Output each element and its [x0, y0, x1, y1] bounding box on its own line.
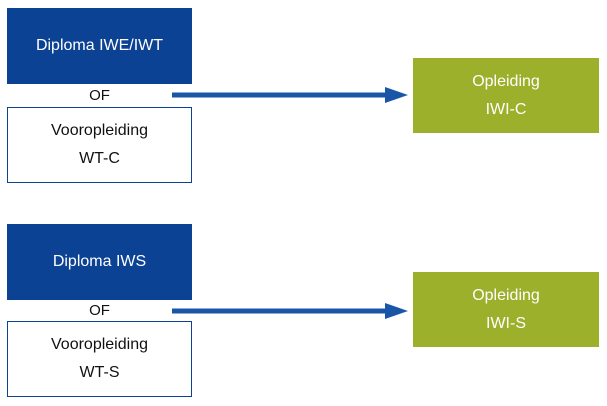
program-code: IWI-S — [486, 314, 526, 332]
diploma-box-iws: Diploma IWS — [7, 224, 192, 300]
program-code: IWI-C — [485, 100, 527, 118]
or-connector-label: OF — [89, 87, 110, 104]
program-label: Opleiding — [472, 286, 540, 304]
prior-education-box-wt-c: Vooropleiding WT-C — [7, 107, 192, 183]
prior-education-box-wt-s: Vooropleiding WT-S — [7, 321, 192, 397]
diploma-label: Diploma IWE/IWT — [35, 37, 164, 54]
diploma-label: Diploma IWS — [52, 253, 147, 270]
prior-education-label: Vooropleiding — [51, 122, 148, 139]
program-label: Opleiding — [472, 72, 540, 90]
prior-education-label: Vooropleiding — [51, 336, 148, 353]
diploma-box-iwe-iwt: Diploma IWE/IWT — [7, 8, 192, 84]
or-connector-label: OF — [89, 302, 110, 319]
program-box-iwi-c: Opleiding IWI-C — [413, 58, 599, 133]
arrow-to-iwi-s — [172, 303, 408, 319]
arrow-to-iwi-c — [172, 87, 408, 103]
prior-education-code: WT-C — [79, 150, 120, 167]
prior-education-code: WT-S — [79, 364, 120, 381]
program-box-iwi-s: Opleiding IWI-S — [413, 272, 599, 347]
